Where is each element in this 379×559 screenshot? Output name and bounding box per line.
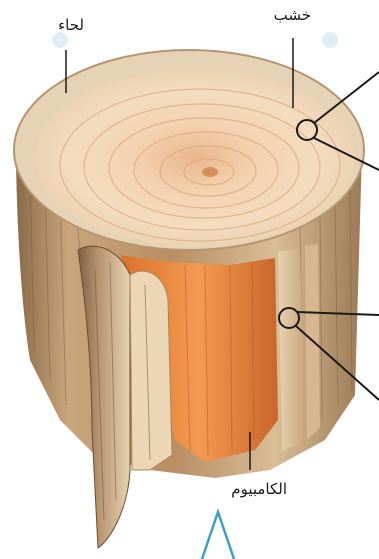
- cambium-label: الكامبيوم: [231, 480, 287, 498]
- peeled-inner: [130, 271, 172, 470]
- trunk-top-face: [35, 70, 355, 246]
- bark-label: لحاء: [58, 16, 84, 34]
- pointer-arrow-icon: [202, 512, 234, 559]
- pith: [202, 167, 218, 177]
- wood-label: خشب: [274, 6, 311, 24]
